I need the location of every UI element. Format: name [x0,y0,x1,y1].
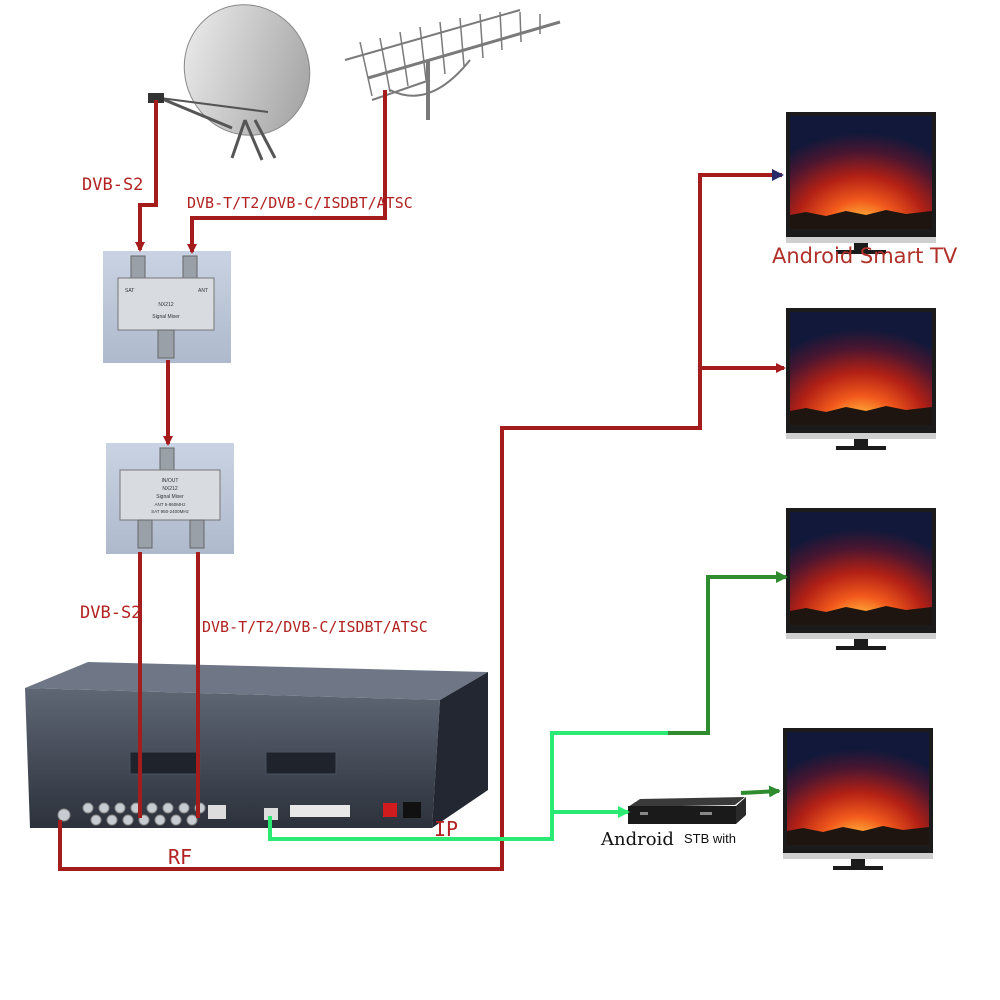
tv-icon [783,728,933,870]
rf-label: RF [168,845,192,869]
stb-icon [628,797,746,824]
svg-text:NX212: NX212 [158,302,174,308]
tv-icon [786,308,936,450]
dvbs2-label-bottom: DVB-S2 [80,603,141,623]
tv-icon [786,112,936,254]
svg-text:Signal Mixer: Signal Mixer [152,314,180,320]
android-smart-tv-label: Android Smart TV [772,244,958,268]
encoder-modulator-icon [25,662,488,828]
stb-label-with: STB with [684,831,736,846]
signal-mixer-icon: IN/OUT NX212 Signal Mixer ANT 5-860MHz S… [106,443,234,554]
ip-connections [268,571,788,841]
yagi-antenna-icon [344,9,561,120]
svg-text:IN/OUT: IN/OUT [162,478,179,484]
terrestrial-label-bottom: DVB-T/T2/DVB-C/ISDBT/ATSC [202,618,428,636]
svg-text:Signal Mixer: Signal Mixer [156,494,184,500]
svg-text:NX212: NX212 [162,486,178,492]
rf-connections [58,90,786,871]
svg-text:ANT: ANT [198,288,208,294]
stb-label-android: Android [600,829,674,850]
satellite-dish-icon [148,4,311,161]
terrestrial-label-top: DVB-T/T2/DVB-C/ISDBT/ATSC [187,194,413,212]
dvbs2-label-top: DVB-S2 [82,175,143,195]
signal-mixer-icon: SAT ANT NX212 Signal Mixer [103,251,231,363]
svg-text:SAT 950-2400MHz: SAT 950-2400MHz [151,509,190,514]
ip-label: IP [434,817,458,841]
svg-text:ANT 5-860MHz: ANT 5-860MHz [155,502,187,507]
svg-text:SAT: SAT [125,288,134,294]
tv-icon [786,508,936,650]
